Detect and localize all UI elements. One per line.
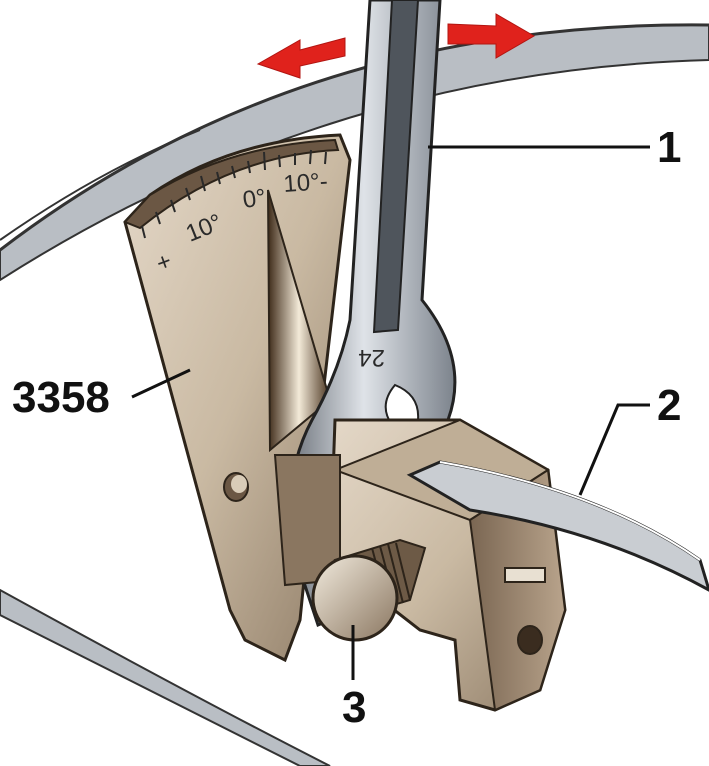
arrow-left-icon: [256, 37, 346, 79]
callout-2: 2: [657, 381, 681, 430]
arrow-right-icon: [447, 13, 535, 59]
block-slot: [504, 567, 546, 583]
scale-mark-right: 10°-: [283, 168, 329, 198]
pointer-needle: [267, 189, 332, 453]
callout-leaders: [131, 145, 650, 680]
feeler-gauge: [406, 460, 709, 592]
callout-1: 1: [657, 123, 681, 172]
callout-3358: 3358: [12, 373, 110, 422]
block-hole: [517, 625, 543, 655]
knurled-screw: [311, 538, 427, 642]
degree-scale: [141, 149, 327, 239]
wrench-size-label: 24: [358, 344, 385, 371]
screw-knob: [311, 554, 399, 642]
callout-3: 3: [342, 683, 366, 732]
scale-mark-zero: 0°: [241, 184, 267, 214]
